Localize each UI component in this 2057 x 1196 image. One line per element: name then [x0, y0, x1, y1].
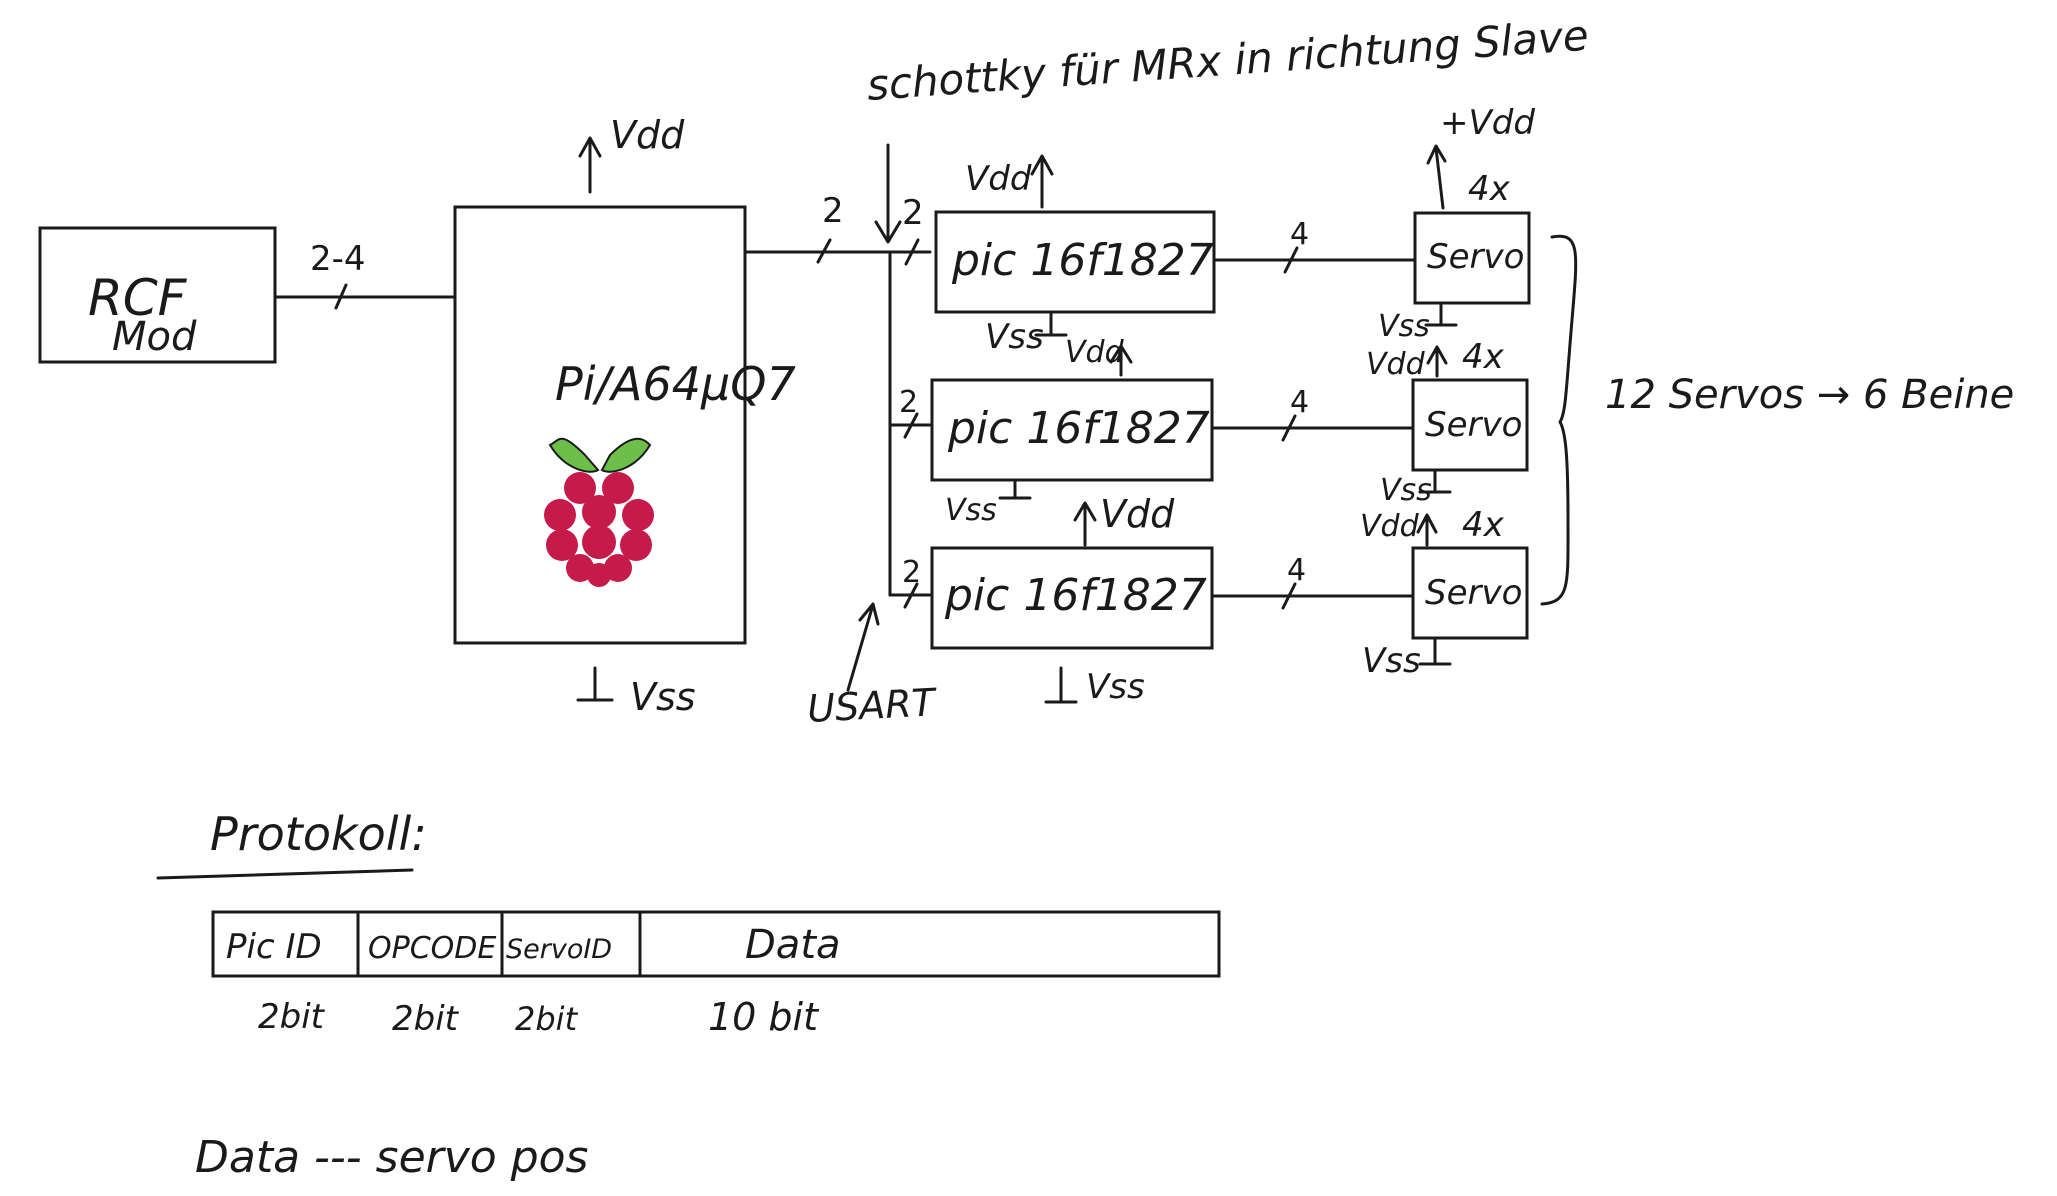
servo-2: Servo Vdd 4x Vss — [1366, 337, 1529, 508]
servo-1: Servo +Vdd 4x Vss — [1378, 103, 1535, 344]
bus-rcf-pi: 2-4 — [273, 239, 457, 310]
protocol-footnote: Data --- servo pos — [195, 1132, 588, 1183]
servo-1-label: Servo — [1427, 237, 1524, 277]
pic-2: pic 16f1827 2 4 Vdd Vss — [899, 335, 1415, 528]
servo-2-label: Servo — [1425, 405, 1522, 445]
servo-3-vdd: Vdd — [1360, 509, 1420, 544]
pic-2-label: pic 16f1827 — [947, 403, 1210, 454]
field-opcode-bits: 2bit — [392, 999, 460, 1039]
servo-2-vss: Vss — [1380, 473, 1432, 508]
servo-3-vss: Vss — [1362, 641, 1421, 681]
protocol-title: Protokoll: — [210, 807, 427, 861]
servo-3: Servo Vdd 4x Vss — [1360, 505, 1529, 681]
field-opcode: OPCODE — [368, 931, 496, 966]
pic-3-vss: Vss — [1086, 667, 1145, 707]
servo-1-vdd: +Vdd — [1440, 103, 1535, 143]
raspberry-pi-logo-icon — [544, 437, 654, 587]
servo-2-vdd: Vdd — [1366, 347, 1426, 382]
pic-3: pic 16f1827 2 4 Vdd Vss — [902, 492, 1415, 707]
pic-1-vdd: Vdd — [965, 159, 1032, 199]
pic-2-vdd: Vdd — [1065, 335, 1125, 370]
servo-2-mult: 4x — [1462, 337, 1505, 377]
pi-vdd: Vdd — [578, 113, 685, 194]
pi-vdd-label: Vdd — [610, 113, 685, 157]
protocol-section: Protokoll: Pic ID OPCODE ServoID Data 2b… — [156, 807, 1221, 1183]
servo-3-label: Servo — [1425, 573, 1522, 613]
pic-2-bus-out: 4 — [1290, 385, 1309, 420]
field-data: Data — [745, 922, 841, 968]
usart-label: USART — [806, 680, 938, 731]
pic-1-bus-out: 4 — [1290, 217, 1309, 252]
rcf-module-label-2: Mod — [112, 314, 197, 360]
pic-2-vss: Vss — [945, 493, 997, 528]
pic-3-vdd: Vdd — [1100, 492, 1175, 536]
pic-1-bus-in: 2 — [902, 193, 924, 233]
servo-brace — [1540, 234, 1578, 606]
field-servo-id: ServoID — [506, 934, 612, 965]
bus-pi-pics: 2 — [743, 191, 932, 597]
field-pic-id-bits: 2bit — [258, 997, 326, 1037]
pic-3-bus-in: 2 — [902, 555, 921, 590]
pi-box: Pi/A64µQ7 — [453, 205, 796, 645]
rcf-module-label-1: RCF — [88, 269, 188, 327]
pic-1: pic 16f1827 2 4 Vdd Vss — [902, 154, 1417, 357]
pi-box-label: Pi/A64µQ7 — [555, 357, 796, 411]
pic-1-label: pic 16f1827 — [951, 235, 1214, 286]
rcf-module: RCF Mod — [38, 226, 277, 364]
field-data-bits: 10 bit — [708, 995, 820, 1039]
bus-rcf-pi-width: 2-4 — [310, 239, 366, 279]
servo-3-mult: 4x — [1462, 505, 1505, 545]
pic-3-bus-out: 4 — [1287, 553, 1306, 588]
pic-1-vss: Vss — [985, 317, 1044, 357]
pic-2-bus-in: 2 — [899, 385, 918, 420]
bus-pi-out-width: 2 — [822, 191, 844, 231]
pi-vss: Vss — [576, 666, 696, 719]
pic-3-label: pic 16f1827 — [944, 570, 1207, 621]
field-pic-id: Pic ID — [226, 927, 322, 967]
servo-1-mult: 4x — [1468, 169, 1511, 209]
schottky-note: schottky für MRx in richtung Slave — [865, 11, 1590, 110]
servo-1-vss: Vss — [1378, 309, 1430, 344]
pi-vss-label: Vss — [630, 675, 696, 719]
field-servo-id-bits: 2bit — [515, 1000, 579, 1038]
servo-summary: 12 Servos → 6 Beine — [1605, 372, 2014, 418]
